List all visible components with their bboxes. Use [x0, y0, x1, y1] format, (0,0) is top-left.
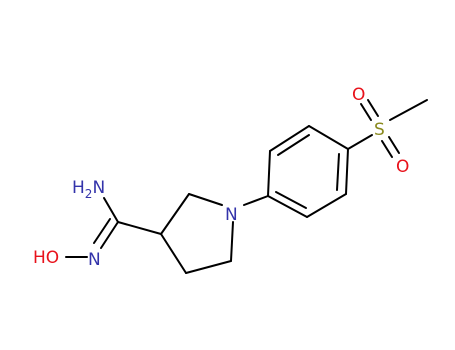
bond-n-phenyl — [243, 195, 269, 206]
bond-ar-2 — [269, 125, 310, 152]
bond-s-o-top-b — [360, 103, 372, 121]
atom-oxygen-bottom-label: O — [396, 157, 409, 177]
atom-nh2-subscript: 2 — [85, 187, 93, 201]
bond-ar-4 — [345, 148, 349, 195]
bond-ar-inner-1 — [277, 134, 310, 156]
bond-c-ring — [117, 221, 162, 235]
bond-ar-inner-2 — [336, 153, 340, 191]
bond-ring-c2-n — [188, 193, 223, 206]
bond-ar-5 — [306, 193, 347, 218]
bond-s-o-top-a — [367, 99, 379, 117]
bond-ar-6 — [267, 195, 308, 218]
bond-ring-c3-c2 — [160, 193, 190, 235]
atom-hydroxyl-label: HO — [33, 248, 59, 268]
bond-c-nh2 — [103, 197, 119, 223]
bond-phenyl-s — [347, 134, 373, 150]
bond-group — [65, 99, 428, 274]
atom-n-ring-label: N — [225, 205, 238, 225]
bond-ring-n-c5 — [230, 221, 234, 262]
atom-nh2-h: H — [72, 178, 85, 198]
bond-s-methyl — [389, 99, 428, 121]
bond-s-o-bottom-a — [388, 136, 400, 154]
atom-nh2-label: H2N — [72, 178, 105, 201]
bond-ar-1 — [267, 150, 271, 197]
bond-ring-c4-c3 — [160, 233, 187, 274]
bond-c-n-double-a — [100, 221, 119, 249]
atom-n-oxime-label: N — [88, 250, 101, 270]
atom-oxygen-top-label: O — [352, 85, 365, 105]
bond-ring-c5-c4 — [185, 260, 232, 274]
atom-nh2-n: N — [92, 178, 105, 198]
bond-ar-3 — [308, 125, 349, 150]
bond-c-n-double-b — [93, 218, 111, 244]
bond-ar-inner-3 — [275, 191, 307, 209]
bond-s-o-bottom-b — [381, 140, 393, 158]
atom-label-group: H2N HO N N S O O — [33, 85, 409, 270]
atom-sulfur-label: S — [374, 120, 385, 140]
